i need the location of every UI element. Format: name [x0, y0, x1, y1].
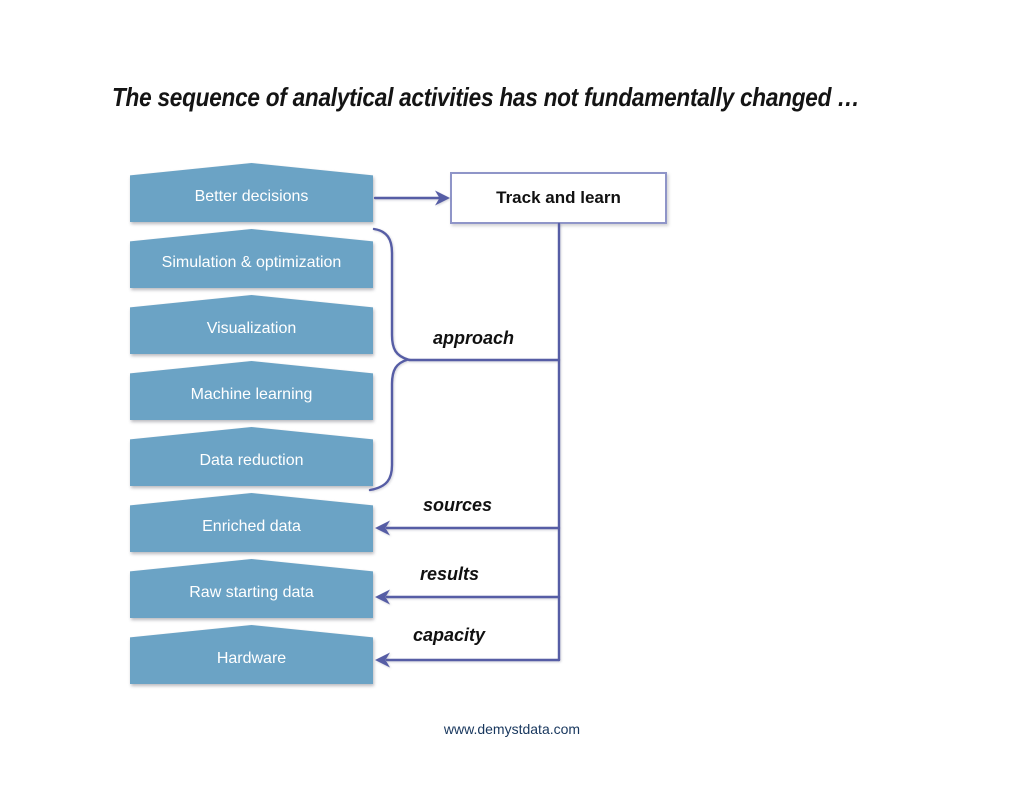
results-label: results	[420, 564, 480, 584]
process-box-hardware: Hardware	[130, 625, 373, 684]
process-box-label: Better decisions	[130, 163, 373, 222]
process-box-label: Data reduction	[130, 427, 373, 486]
approach-label: approach	[433, 328, 515, 348]
arrowhead-sources	[375, 520, 390, 536]
track-and-learn-label: Track and learn	[496, 188, 621, 207]
process-box-better-decisions: Better decisions	[130, 163, 373, 222]
slide-title: The sequence of analytical activities ha…	[112, 82, 860, 112]
process-box-visualization: Visualization	[130, 295, 373, 354]
sources-label: sources	[423, 495, 493, 515]
approach-brace	[368, 227, 413, 492]
process-box-data-reduction: Data reduction	[130, 427, 373, 486]
arrowhead-capacity	[375, 652, 390, 668]
process-box-raw-starting-data: Raw starting data	[130, 559, 373, 618]
arrowhead-track	[435, 190, 450, 206]
arrowhead-results	[375, 589, 390, 605]
process-box-simulation-optimization: Simulation & optimization	[130, 229, 373, 288]
process-box-label: Enriched data	[130, 493, 373, 552]
capacity-label: capacity	[413, 625, 486, 645]
process-box-label: Hardware	[130, 625, 373, 684]
process-box-machine-learning: Machine learning	[130, 361, 373, 420]
process-box-label: Simulation & optimization	[130, 229, 373, 288]
footer-url: www.demystdata.com	[443, 721, 581, 737]
track-and-learn-box: Track and learn	[450, 172, 667, 224]
process-box-enriched-data: Enriched data	[130, 493, 373, 552]
process-box-label: Visualization	[130, 295, 373, 354]
process-box-label: Raw starting data	[130, 559, 373, 618]
process-box-label: Machine learning	[130, 361, 373, 420]
